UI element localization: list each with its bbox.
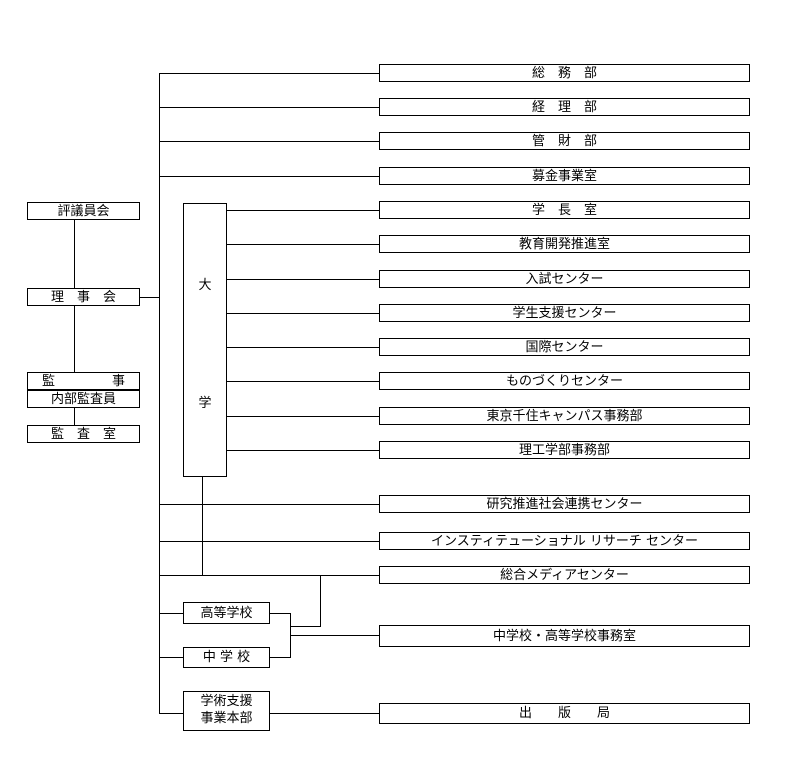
gakusei-label: 学生支援センター	[512, 305, 617, 321]
branch-keiribu	[159, 107, 380, 108]
rikogakubu-box: 理工学部事務部	[379, 441, 750, 459]
koto-box: 高等学校	[183, 602, 270, 624]
kanji-left-label: 監	[42, 373, 56, 389]
branch-gakujutsu	[159, 713, 183, 714]
gakujutsu-line1: 学術支援	[200, 694, 253, 710]
branch-rikogakubu	[227, 450, 380, 451]
gakusei-box: 学生支援センター	[379, 304, 750, 322]
branch-chu	[159, 657, 183, 658]
kenkyu-label: 研究推進社会連携センター	[486, 496, 643, 512]
branch-kyoiku	[227, 244, 380, 245]
somubu-box: 総 務 部	[379, 64, 750, 82]
line-auditor-office	[74, 408, 75, 425]
chu-box: 中 学 校	[183, 647, 270, 668]
branch-kokusai	[227, 347, 380, 348]
branch-kenkyu	[159, 504, 380, 505]
branch-institutional	[159, 541, 380, 542]
university-box: 大 学	[183, 203, 227, 477]
kanji-right-label: 事	[111, 373, 125, 389]
bracket-chu	[269, 657, 291, 658]
branch-shuppan	[270, 713, 380, 714]
branch-senju	[227, 416, 380, 417]
kansashitsu-label: 監 査 室	[50, 426, 116, 442]
koto-label: 高等学校	[200, 605, 253, 621]
university-char-bottom: 学	[198, 396, 212, 411]
nyushi-box: 入試センター	[379, 270, 750, 288]
media-box: 総合メディアセンター	[379, 566, 750, 584]
line-media-schools	[290, 626, 321, 627]
kyoiku-label: 教育開発推進室	[518, 236, 610, 252]
senju-box: 東京千住キャンパス事務部	[379, 407, 750, 425]
line-board-auditor	[74, 306, 75, 372]
chu-ko-jimu-label: 中学校・高等学校事務室	[492, 628, 636, 644]
bokin-label: 募金事業室	[531, 168, 597, 184]
keiribu-label: 経 理 部	[531, 99, 597, 115]
naibu-kansain-label: 内部監査員	[50, 391, 116, 407]
gakujutsu-box: 学術支援 事業本部	[183, 691, 270, 731]
branch-gakuchoshitsu	[227, 210, 380, 211]
hyogiinkai-label: 評議員会	[57, 203, 110, 219]
branch-monozukuri	[227, 381, 380, 382]
branch-media	[159, 575, 380, 576]
monozukuri-label: ものづくりセンター	[505, 373, 623, 389]
gakuchoshitsu-box: 学 長 室	[379, 201, 750, 219]
nyushi-label: 入試センター	[525, 271, 604, 287]
hyogiinkai-box: 評議員会	[27, 202, 140, 220]
media-label: 総合メディアセンター	[500, 567, 629, 583]
kanji-box: 監 事	[27, 372, 140, 390]
kokusai-box: 国際センター	[379, 338, 750, 356]
kenkyu-box: 研究推進社会連携センター	[379, 495, 750, 513]
branch-kanzaibu	[159, 141, 380, 142]
rikogakubu-label: 理工学部事務部	[518, 442, 610, 458]
branch-somubu	[159, 73, 380, 74]
shuppan-label: 出 版 局	[518, 706, 610, 721]
university-char-top: 大	[198, 278, 212, 293]
branch-koto	[159, 613, 183, 614]
branch-nyushi	[227, 279, 380, 280]
kansashitsu-box: 監 査 室	[27, 425, 140, 443]
branch-chu-ko-jimu	[290, 635, 380, 636]
branch-bokin	[159, 176, 380, 177]
chu-ko-jimu-box: 中学校・高等学校事務室	[379, 625, 750, 647]
somubu-label: 総 務 部	[531, 65, 597, 81]
bracket-koto	[269, 613, 291, 614]
line-council-board	[74, 220, 75, 288]
gakuchoshitsu-label: 学 長 室	[531, 202, 597, 218]
line-board-trunk	[139, 297, 159, 298]
bokin-box: 募金事業室	[379, 167, 750, 185]
branch-gakusei	[227, 313, 380, 314]
rijikai-box: 理 事 会	[27, 288, 140, 306]
senju-label: 東京千住キャンパス事務部	[486, 408, 643, 424]
institutional-label: インスティテューショナル リサーチ センター	[431, 533, 698, 549]
keiribu-box: 経 理 部	[379, 98, 750, 116]
line-univ-down	[202, 477, 203, 575]
main-trunk	[159, 73, 160, 714]
institutional-box: インスティテューショナル リサーチ センター	[379, 532, 750, 550]
chu-label: 中 学 校	[202, 650, 251, 665]
kanzaibu-box: 管 財 部	[379, 132, 750, 150]
rijikai-label: 理 事 会	[50, 289, 116, 305]
gakujutsu-line2: 事業本部	[200, 711, 253, 726]
kokusai-label: 国際センター	[525, 339, 604, 355]
monozukuri-box: ものづくりセンター	[379, 372, 750, 390]
line-media-drop	[320, 575, 321, 626]
shuppan-box: 出 版 局	[379, 703, 750, 724]
naibu-kansain-box: 内部監査員	[27, 390, 140, 408]
kanzaibu-label: 管 財 部	[531, 133, 597, 149]
kyoiku-box: 教育開発推進室	[379, 235, 750, 253]
